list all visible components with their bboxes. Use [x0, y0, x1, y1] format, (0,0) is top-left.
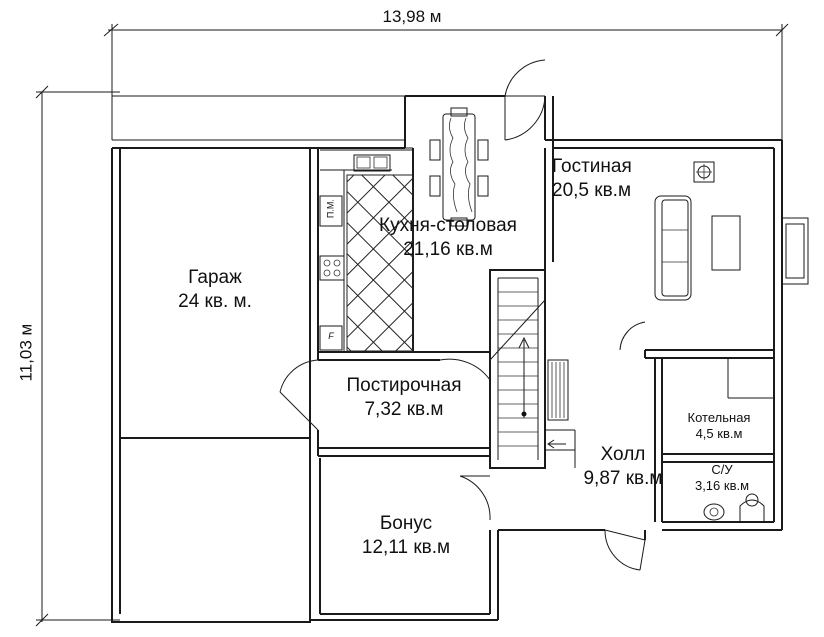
room-area: 20,5 кв.м — [552, 179, 632, 201]
room-area: 3,16 кв.м — [694, 478, 750, 494]
kitchen-walls — [318, 148, 490, 361]
room-area: 12,11 кв.м — [361, 536, 451, 558]
room-name: Котельная — [687, 410, 751, 425]
stair-steps — [498, 291, 538, 447]
room-label-bath: С/У 3,16 кв.м — [672, 462, 772, 495]
dining-table — [429, 107, 489, 227]
room-name: Гостиная — [552, 156, 632, 177]
room-label-kitchen: Кухня-столовая 21,16 кв.м — [348, 214, 548, 262]
room-area: 4,5 кв.м — [695, 426, 743, 442]
room-label-bonus: Бонус 12,11 кв.м — [330, 512, 482, 560]
boiler-and-bath — [654, 358, 774, 523]
width-dimension: 13,98 м — [382, 7, 442, 26]
fridge-label: F — [328, 331, 334, 341]
room-name: Бонус — [379, 513, 433, 534]
room-area: 21,16 кв.м — [403, 238, 493, 260]
room-name: Постирочная — [346, 375, 462, 396]
room-area: 9,87 кв.м — [583, 467, 663, 489]
room-label-garage: Гараж 24 кв. м. — [130, 266, 300, 314]
dishwasher-label: П.М. — [325, 199, 336, 219]
room-name: Кухня-столовая — [379, 215, 517, 236]
height-dimension: 11,03 м — [16, 323, 36, 382]
room-label-boiler: Котельная 4,5 кв.м — [664, 410, 774, 443]
living-room — [544, 148, 809, 359]
laundry-walls — [279, 358, 491, 457]
room-label-hall: Холл 9,87 кв.м — [560, 443, 686, 491]
room-area: 24 кв. м. — [178, 290, 252, 312]
room-name: С/У — [711, 462, 733, 477]
room-label-living: Гостиная 20,5 кв.м — [552, 155, 662, 203]
staircase — [489, 269, 576, 469]
hall-doors — [459, 475, 646, 571]
room-name: Гараж — [188, 267, 242, 288]
dimension-lines — [35, 23, 789, 627]
room-label-laundry: Постирочная 7,32 кв.м — [318, 374, 490, 422]
room-area: 7,32 кв.м — [364, 398, 444, 420]
garage-walls — [119, 147, 319, 456]
entry-door — [504, 59, 546, 141]
room-name: Холл — [600, 444, 646, 465]
